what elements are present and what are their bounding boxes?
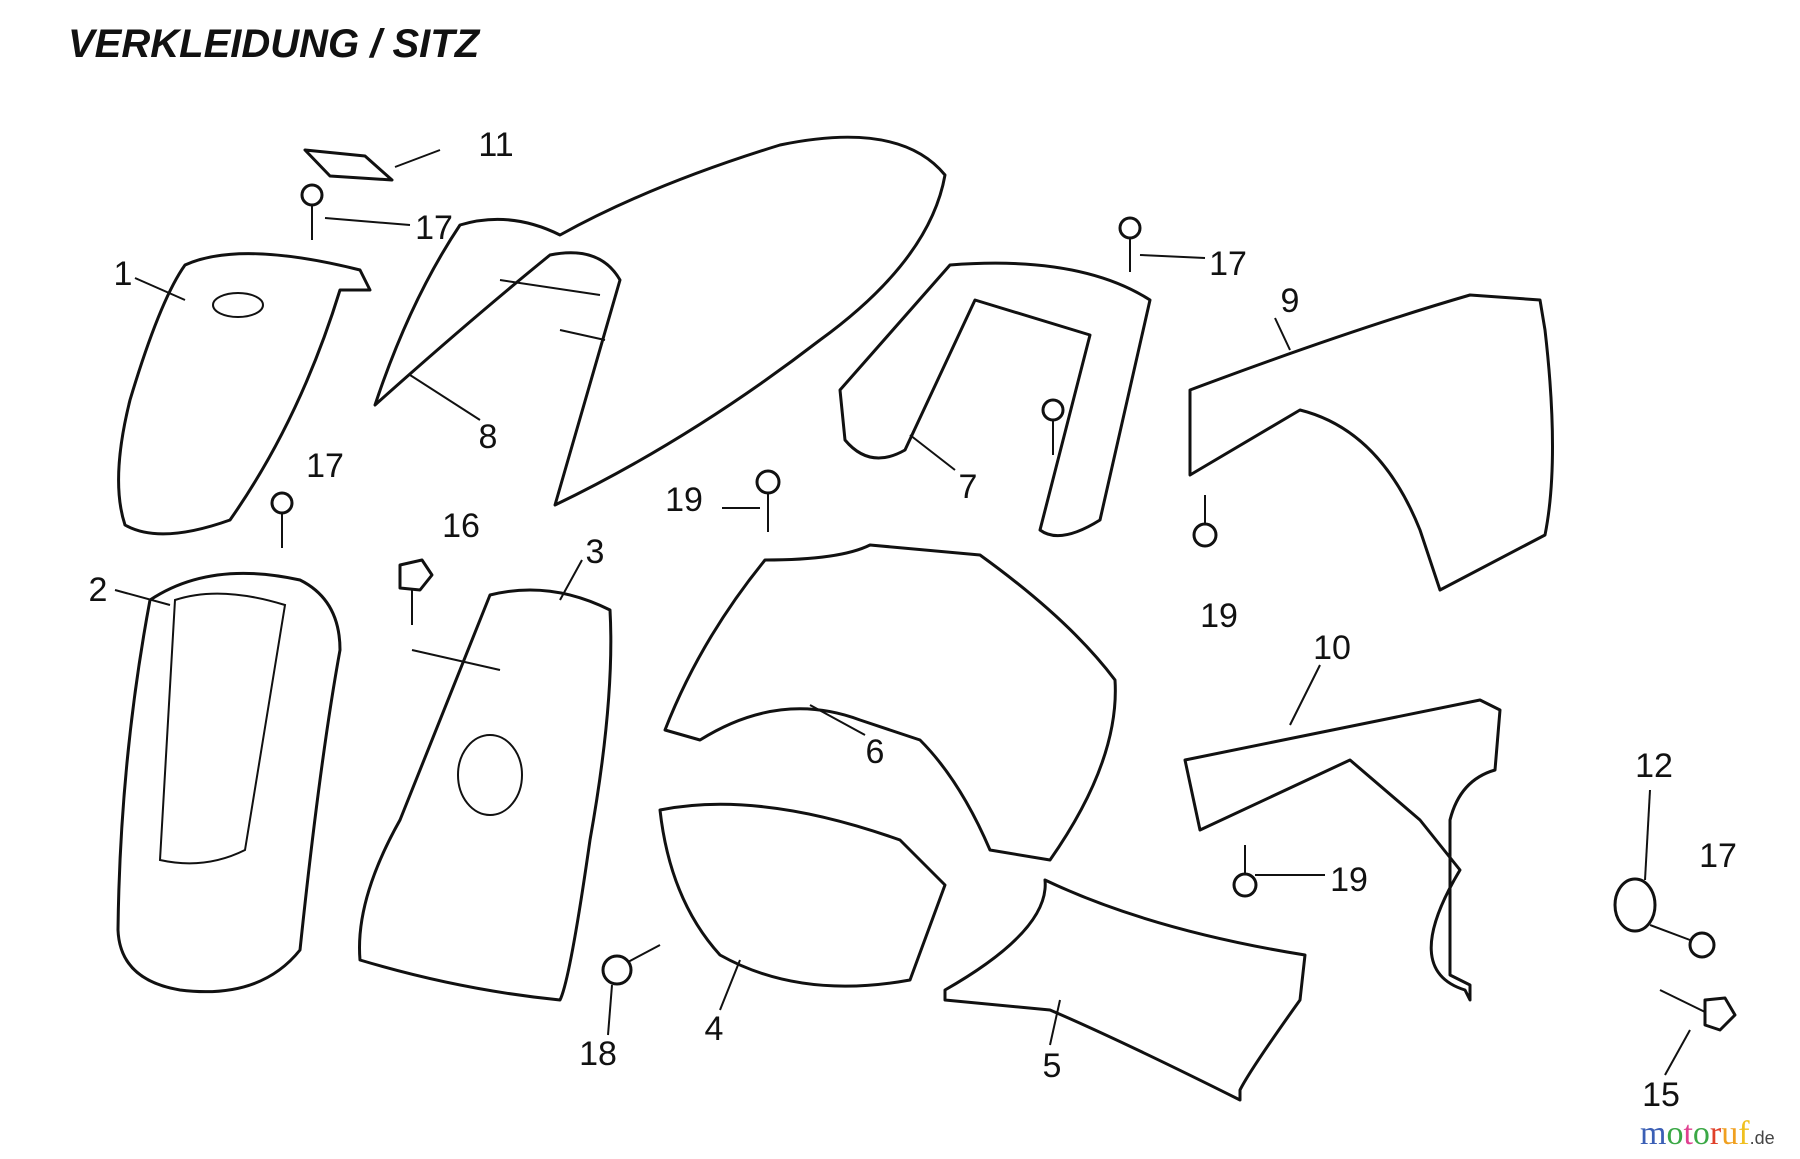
- bolt-18: [601, 944, 661, 986]
- callout-19: 19: [1330, 861, 1368, 899]
- washer-12: [1613, 877, 1657, 933]
- bolt-16: [398, 558, 434, 625]
- logo-letter: u: [1721, 1115, 1739, 1152]
- logo-letter: m: [1640, 1115, 1667, 1152]
- callout-15: 15: [1642, 1076, 1680, 1114]
- callout-10: 10: [1313, 629, 1351, 667]
- screw-19-b: [1192, 495, 1218, 548]
- part-11-plate: [303, 148, 394, 182]
- part-8-seat: [373, 135, 947, 507]
- callout-16: 16: [442, 507, 480, 545]
- callout-17: 17: [306, 447, 344, 485]
- callout-4: 4: [705, 1010, 724, 1048]
- part-3-tail-housing: [358, 588, 613, 1002]
- screw-17-a: [300, 183, 324, 240]
- logo-letter: t: [1683, 1115, 1693, 1152]
- diagram-title: VERKLEIDUNG / SITZ: [68, 22, 480, 66]
- callout-3: 3: [586, 533, 605, 571]
- screw-17-e: [1649, 924, 1716, 959]
- logo-letter: r: [1709, 1115, 1722, 1152]
- callout-12: 12: [1635, 747, 1673, 785]
- callout-17: 17: [415, 209, 453, 247]
- part-6-front-cover: [663, 543, 1117, 862]
- callout-5: 5: [1043, 1047, 1062, 1085]
- part-9-side-panel: [1188, 293, 1554, 592]
- part-2-rear-cover: [116, 571, 342, 994]
- screw-17-b: [270, 491, 294, 548]
- callout-18: 18: [579, 1035, 617, 1073]
- callout-6: 6: [866, 733, 885, 771]
- screw-17-d: [1041, 398, 1065, 455]
- part-4-lower-cover: [658, 802, 947, 988]
- logo-letter: f: [1738, 1115, 1750, 1152]
- callout-2: 2: [89, 571, 108, 609]
- screw-17-c: [1118, 216, 1142, 272]
- motoruf-logo: motoruf.de: [1640, 1115, 1775, 1152]
- callout-17: 17: [1699, 837, 1737, 875]
- logo-letter: o: [1666, 1115, 1684, 1152]
- callout-11: 11: [478, 126, 513, 164]
- callout-1: 1: [114, 255, 133, 293]
- bolt-15: [1659, 989, 1737, 1032]
- callout-8: 8: [479, 418, 498, 456]
- part-5-under-cover: [943, 878, 1307, 1102]
- screw-19-c: [1232, 845, 1258, 898]
- part-1-rear-fender: [117, 252, 372, 536]
- callout-9: 9: [1281, 282, 1300, 320]
- callout-7: 7: [959, 468, 978, 506]
- callout-17: 17: [1209, 245, 1247, 283]
- callout-19: 19: [665, 481, 703, 519]
- part-10-side-bracket: [1183, 698, 1502, 1002]
- callout-19: 19: [1200, 597, 1238, 635]
- screw-19-a: [755, 469, 781, 532]
- logo-letter: o: [1692, 1115, 1710, 1152]
- part-7-seat-frame: [838, 261, 1152, 538]
